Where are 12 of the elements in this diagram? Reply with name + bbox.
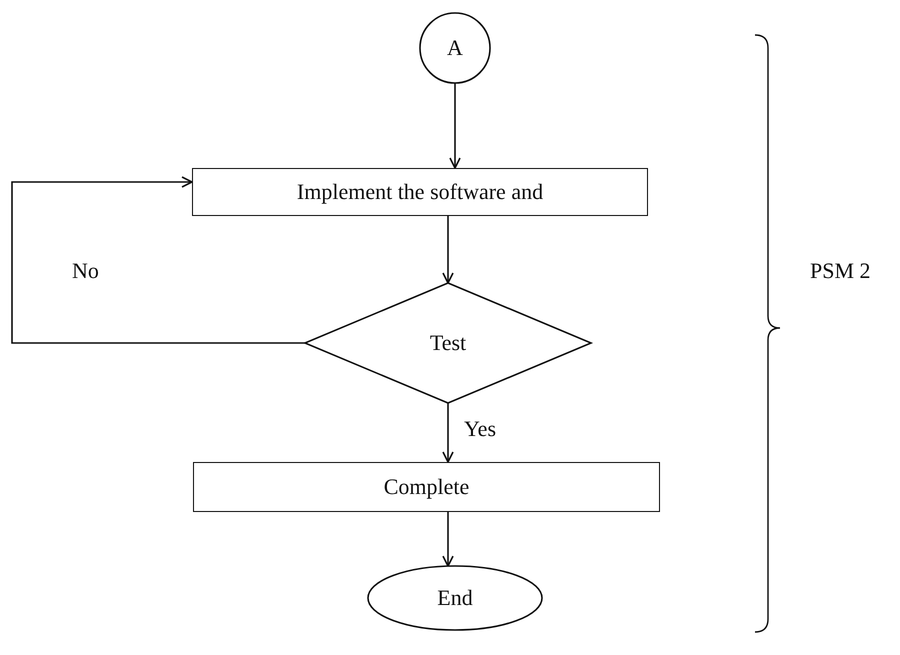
node-label: A (447, 35, 463, 61)
arrow (11, 176, 305, 344)
arrow (449, 83, 461, 169)
node-label: Complete (384, 474, 470, 500)
arrow (442, 403, 454, 463)
arrow (442, 216, 454, 284)
process-box (192, 168, 648, 216)
arrow (442, 512, 454, 567)
node-label: Test (430, 330, 466, 356)
process-box (193, 462, 660, 512)
node-label: Implement the software and (296, 179, 544, 205)
node-label: End (437, 585, 473, 611)
